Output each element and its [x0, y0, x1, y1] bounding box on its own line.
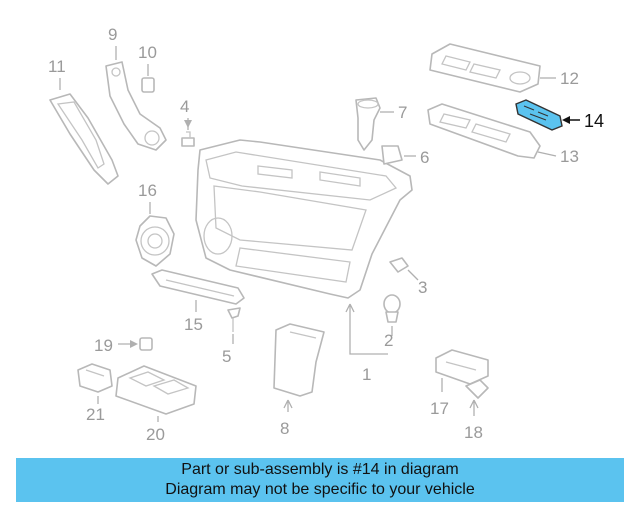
- part-21-switch-single: [77, 363, 113, 404]
- part-8-trim-cover: [273, 323, 325, 412]
- callout-14: 14: [584, 111, 604, 131]
- part-11-pull-handle: [49, 78, 119, 185]
- part-5-screw: [227, 307, 241, 344]
- callout-6: 6: [420, 148, 429, 167]
- part-4-screw: [181, 118, 195, 147]
- callout-10: 10: [138, 43, 157, 62]
- callout-16: 16: [138, 181, 157, 200]
- callout-7: 7: [398, 103, 407, 122]
- part-17-lamp-housing: [435, 349, 489, 392]
- banner-line-part: Part or sub-assembly is #14 in diagram: [181, 461, 459, 478]
- part-10-clip: [141, 64, 155, 93]
- callout-3: 3: [418, 278, 427, 297]
- part-18-bulb: [465, 379, 489, 416]
- callout-15: 15: [184, 315, 203, 334]
- callout-13: 13: [560, 147, 579, 166]
- part-12-switch-bezel: [429, 43, 556, 93]
- banner-line-disclaimer: Diagram may not be specific to your vehi…: [165, 481, 475, 498]
- callout-21: 21: [86, 405, 105, 424]
- callout-8: 8: [280, 419, 289, 438]
- part-13-switch-carrier: [427, 103, 557, 159]
- part-9-grab-bracket: [105, 46, 167, 151]
- callout-2: 2: [384, 331, 393, 350]
- part-info-banner: Part or sub-assembly is #14 in diagram D…: [16, 458, 624, 502]
- callout-19: 19: [94, 336, 113, 355]
- callout-18: 18: [464, 423, 483, 442]
- part-3-clip: [389, 257, 419, 281]
- part-1-door-panel: [195, 139, 413, 355]
- callout-17: 17: [430, 399, 449, 418]
- part-14-window-switch: [515, 99, 580, 131]
- callout-11: 11: [48, 57, 66, 76]
- callout-4: 4: [180, 97, 189, 116]
- part-6-bezel: [381, 145, 416, 165]
- callout-9: 9: [108, 25, 117, 44]
- callout-12: 12: [560, 69, 579, 88]
- part-19-small-switch: [118, 337, 153, 351]
- callout-20: 20: [146, 425, 165, 444]
- callout-1: 1: [362, 365, 371, 384]
- callout-5: 5: [222, 347, 231, 366]
- part-7-switch: [355, 97, 394, 151]
- part-20-switch-assembly: [115, 365, 197, 422]
- part-2-grommet: [383, 294, 401, 336]
- part-16-speaker: [135, 202, 175, 267]
- part-15-seal-strip: [151, 269, 245, 312]
